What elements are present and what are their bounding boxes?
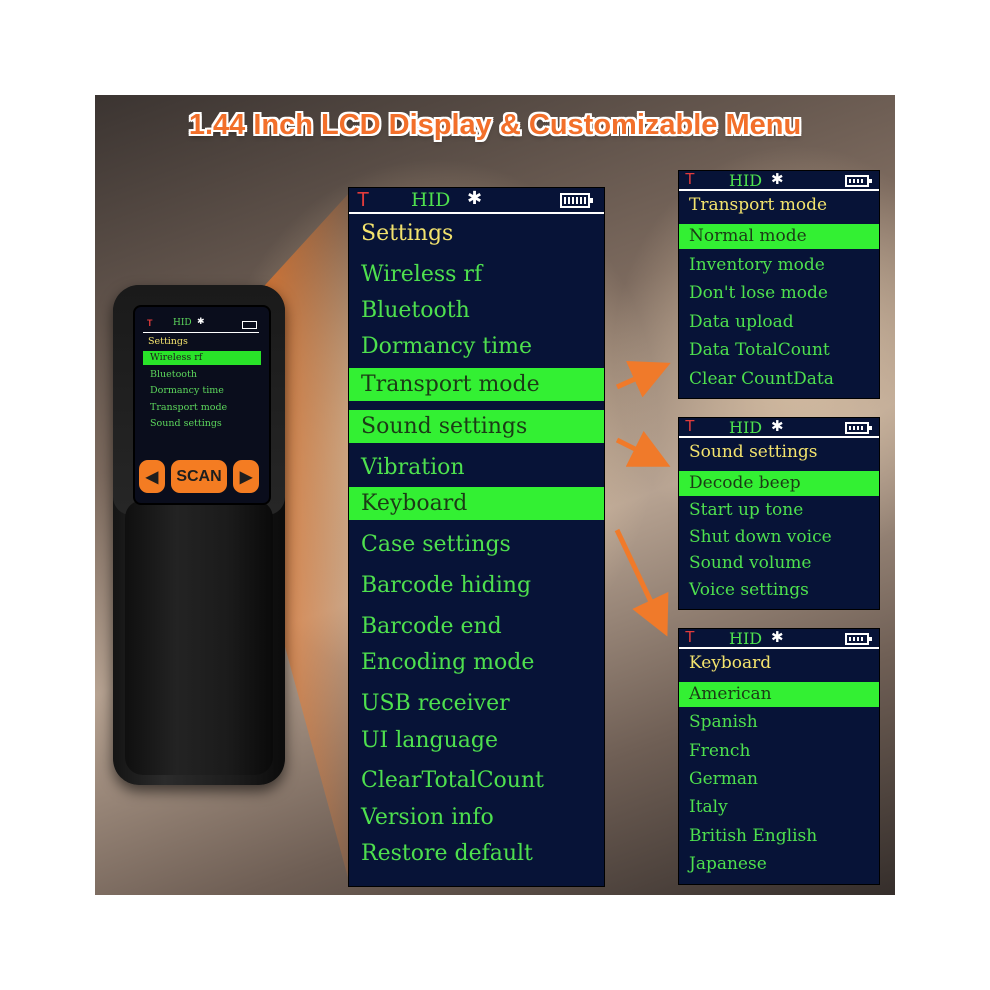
status-bar: T HID ✱: [679, 418, 879, 438]
t-icon: T: [685, 171, 695, 188]
t-icon: T: [147, 318, 153, 328]
menu-item-version-info[interactable]: Version info: [361, 805, 494, 830]
menu-item-barcode-hiding[interactable]: Barcode hiding: [361, 573, 532, 598]
device-menu-item-transport-mode[interactable]: Transport mode: [150, 401, 228, 413]
menu-item-keyboard[interactable]: Keyboard: [349, 487, 604, 520]
status-bar: T HID ✱: [679, 629, 879, 649]
menu-item-dormancy-time[interactable]: Dormancy time: [361, 334, 533, 359]
battery-icon: [845, 175, 872, 187]
menu-item-encoding-mode[interactable]: Encoding mode: [361, 650, 535, 675]
battery-icon: [242, 321, 257, 329]
arrow-icon: [615, 430, 671, 467]
menu-item-bluetooth[interactable]: Bluetooth: [361, 298, 470, 323]
scanner-grip: [125, 500, 273, 775]
status-bar: T HID ✱: [679, 171, 879, 191]
menu-item-ui-language[interactable]: UI language: [361, 728, 499, 753]
submenu-item-sound-volume[interactable]: Sound volume: [689, 553, 812, 574]
device-menu-item-wireless-rf[interactable]: Wireless rf: [143, 351, 261, 365]
device-menu-item-dormancy-time[interactable]: Dormancy time: [150, 385, 224, 396]
device-menu-item-sound-settings[interactable]: Sound settings: [150, 418, 222, 429]
t-icon: T: [685, 629, 695, 646]
menu-item-cleartotalcount[interactable]: ClearTotalCount: [361, 768, 544, 793]
t-icon: T: [357, 189, 370, 211]
banner-title: 1.44 Inch LCD Display & Customizable Men…: [188, 109, 802, 141]
submenu-item-french[interactable]: French: [689, 740, 751, 761]
scan-button[interactable]: SCAN: [171, 460, 227, 493]
submenu-item-start-up-tone[interactable]: Start up tone: [689, 499, 804, 520]
submenu-item-spanish[interactable]: Spanish: [689, 712, 758, 733]
submenu-item-japanese[interactable]: Japanese: [689, 853, 767, 874]
hid-label: HID: [729, 171, 763, 190]
t-icon: T: [685, 418, 695, 435]
menu-item-restore-default[interactable]: Restore default: [361, 841, 533, 866]
menu-title: Sound settings: [689, 442, 818, 462]
arrows: [614, 361, 671, 637]
submenu-item-data-totalcount[interactable]: Data TotalCount: [689, 340, 830, 360]
hid-label: HID: [729, 418, 763, 437]
menu-title: Settings: [361, 221, 454, 246]
menu-item-vibration[interactable]: Vibration: [361, 455, 465, 480]
battery-icon: [845, 633, 872, 645]
menu-item-usb-receiver[interactable]: USB receiver: [361, 691, 510, 716]
device-menu-title: Settings: [148, 336, 188, 347]
bluetooth-icon: ✱: [771, 170, 784, 188]
submenu-item-german[interactable]: German: [689, 768, 758, 789]
menu-item-wireless-rf[interactable]: Wireless rf: [361, 262, 483, 287]
device-status-bar: T HID ✱: [143, 317, 259, 333]
menu-title: Keyboard: [689, 653, 772, 673]
menu-title: Transport mode: [689, 195, 828, 215]
bluetooth-icon: ✱: [771, 417, 784, 435]
left-arrow-button[interactable]: ◀: [139, 460, 165, 493]
submenu-item-normal-mode[interactable]: Normal mode: [679, 224, 879, 249]
submenu-item-data-upload[interactable]: Data upload: [689, 311, 794, 332]
battery-icon: [845, 422, 872, 434]
status-bar: T HID ✱: [349, 188, 604, 214]
submenu-item-don-t-lose-mode[interactable]: Don't lose mode: [689, 283, 828, 303]
hid-label: HID: [173, 318, 192, 328]
submenu-item-clear-countdata[interactable]: Clear CountData: [689, 368, 834, 389]
submenu-item-italy[interactable]: Italy: [689, 797, 728, 818]
submenu-item-shut-down-voice[interactable]: Shut down voice: [689, 526, 832, 547]
hid-label: HID: [411, 189, 451, 211]
menu-item-case-settings[interactable]: Case settings: [361, 532, 511, 557]
submenu-item-voice-settings[interactable]: Voice settings: [689, 580, 809, 601]
submenu-item-american[interactable]: American: [679, 682, 879, 707]
arrow-icon: [614, 528, 669, 637]
bluetooth-icon: ✱: [771, 628, 784, 646]
device-menu-item-bluetooth[interactable]: Bluetooth: [150, 368, 197, 380]
bluetooth-icon: ✱: [197, 317, 205, 327]
submenu-item-inventory-mode[interactable]: Inventory mode: [689, 254, 825, 275]
battery-icon: [560, 193, 593, 208]
menu-item-transport-mode[interactable]: Transport mode: [349, 368, 604, 401]
menu-item-sound-settings[interactable]: Sound settings: [349, 410, 604, 443]
submenu-item-british-english[interactable]: British English: [689, 825, 818, 846]
submenu-item-decode-beep[interactable]: Decode beep: [679, 471, 879, 496]
right-arrow-button[interactable]: ▶: [233, 460, 259, 493]
product-image: 1.44 Inch LCD Display & Customizable Men…: [95, 95, 895, 895]
menu-item-barcode-end[interactable]: Barcode end: [361, 614, 502, 639]
bluetooth-icon: ✱: [467, 188, 483, 209]
hid-label: HID: [729, 629, 763, 648]
arrow-icon: [615, 361, 671, 398]
